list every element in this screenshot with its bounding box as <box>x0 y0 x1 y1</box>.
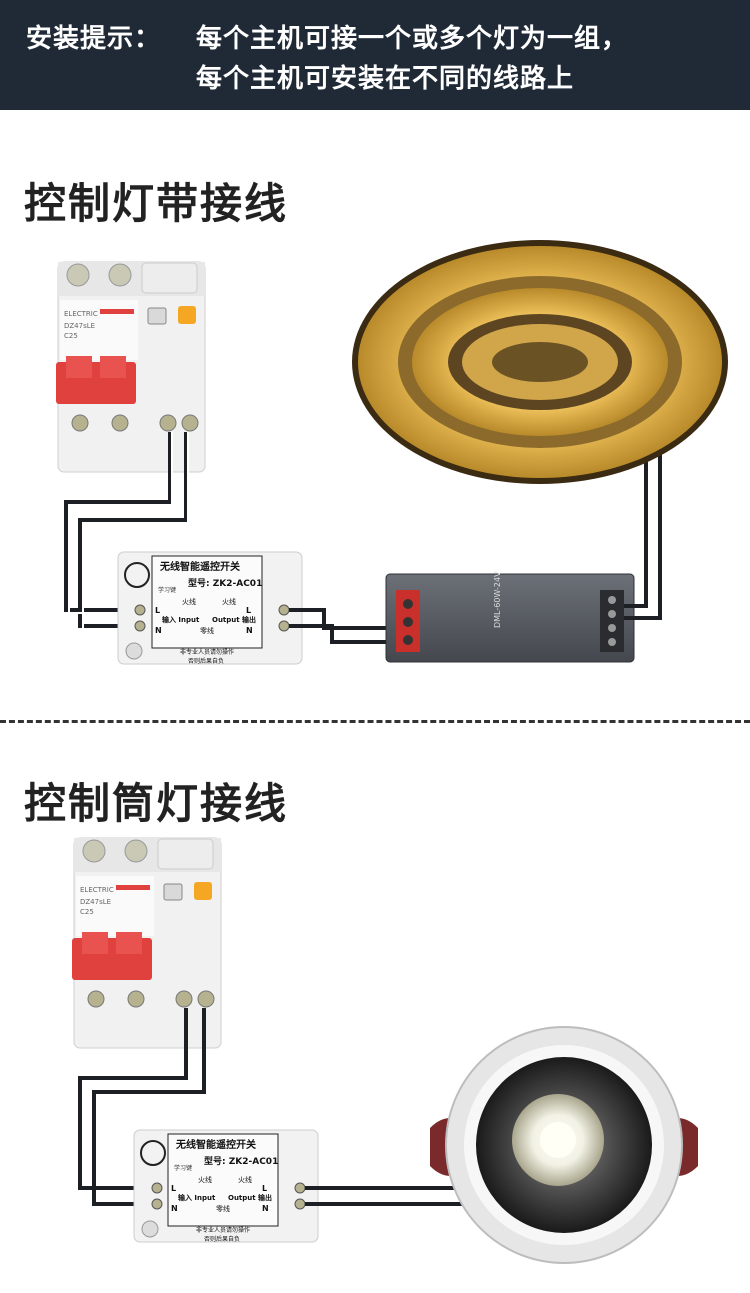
svg-text:非专业人员请勿操作: 非专业人员请勿操作 <box>180 648 234 656</box>
section-title-strip: 控制灯带接线 <box>24 179 289 228</box>
breaker-1-rating: C25 <box>64 332 78 340</box>
controller-1-learn: 学习键 <box>158 586 176 594</box>
svg-text:输入 Input: 输入 Input <box>162 615 200 624</box>
svg-text:零线: 零线 <box>200 626 214 635</box>
wires-breaker-to-controller-1 <box>64 432 189 630</box>
breaker-1: ELECTRIC DZ47sLE C25 <box>56 261 206 473</box>
svg-text:L: L <box>171 1184 176 1193</box>
breaker-1-brand: ELECTRIC <box>64 310 98 318</box>
downlight <box>430 1026 698 1264</box>
breaker-2-brand: ELECTRIC <box>80 886 114 894</box>
section-title-downlight: 控制筒灯接线 <box>24 779 289 828</box>
wires-breaker-to-controller-2 <box>78 1008 206 1206</box>
svg-text:L: L <box>262 1184 267 1193</box>
svg-text:Output 输出: Output 输出 <box>228 1193 272 1202</box>
controller-1-model: 型号: ZK2-AC01 <box>188 577 262 589</box>
controller-1: 无线智能遥控开关 型号: ZK2-AC01 学习键 火线 火线 L L 输入 I… <box>117 551 303 665</box>
tip-line-2: 每个主机可安装在不同的线路上 <box>196 64 575 94</box>
section-divider <box>0 720 750 723</box>
svg-text:火线: 火线 <box>198 1175 212 1184</box>
svg-text:火线: 火线 <box>238 1175 252 1184</box>
led-driver: DML-60W-24V <box>385 571 635 663</box>
wires-controller-to-downlight <box>305 1186 472 1206</box>
svg-text:非专业人员请勿操作: 非专业人员请勿操作 <box>196 1226 250 1234</box>
breaker-2-rating: C25 <box>80 908 94 916</box>
tip-label: 安装提示： <box>26 24 162 54</box>
controller-2-title: 无线智能遥控开关 <box>175 1138 256 1151</box>
breaker-2: ELECTRIC DZ47sLE C25 <box>72 837 222 1049</box>
svg-text:N: N <box>171 1204 178 1213</box>
breaker-2-model: DZ47sLE <box>80 898 111 906</box>
tip-line-1: 每个主机可接一个或多个灯为一组， <box>196 24 629 54</box>
svg-text:N: N <box>262 1204 269 1213</box>
svg-text:Output 输出: Output 输出 <box>212 615 256 624</box>
wires-controller-to-driver <box>289 608 400 644</box>
led-strip-coil <box>352 240 728 484</box>
svg-text:L: L <box>246 606 251 615</box>
svg-text:火线: 火线 <box>182 597 196 606</box>
tip-banner: 安装提示： 每个主机可接一个或多个灯为一组， 每个主机可安装在不同的线路上 <box>0 0 750 110</box>
controller-1-title: 无线智能遥控开关 <box>159 560 240 573</box>
svg-text:零线: 零线 <box>216 1204 230 1213</box>
svg-text:N: N <box>246 626 253 635</box>
controller-2-model: 型号: ZK2-AC01 <box>204 1155 278 1167</box>
svg-text:学习键: 学习键 <box>174 1164 192 1172</box>
driver-model: DML-60W-24V <box>493 571 502 628</box>
svg-text:火线: 火线 <box>222 597 236 606</box>
controller-2: 无线智能遥控开关 型号: ZK2-AC01 学习键 火线 火线 L L 输入 I… <box>133 1129 319 1243</box>
svg-text:否则后果自负: 否则后果自负 <box>188 657 224 665</box>
svg-text:L: L <box>155 606 160 615</box>
breaker-1-model: DZ47sLE <box>64 322 95 330</box>
svg-text:输入 Input: 输入 Input <box>178 1193 216 1202</box>
svg-text:否则后果自负: 否则后果自负 <box>204 1235 240 1243</box>
svg-text:N: N <box>155 626 162 635</box>
wires-driver-to-strip <box>624 450 662 620</box>
